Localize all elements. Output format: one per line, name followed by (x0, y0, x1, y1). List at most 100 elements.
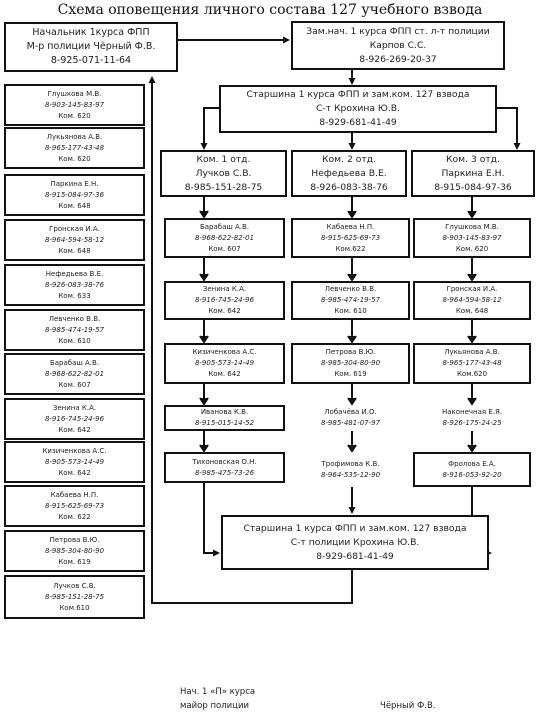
member-room: Ком. 642 (208, 370, 241, 378)
member-room: Ком. 619 (334, 370, 367, 378)
sergeant-box: Старшина 1 курса ФПП и зам.ком. 127 взво… (219, 85, 497, 133)
col3-item-3: Лукьянова А.В. 8-965-177-43-48 Ком.620 (413, 343, 531, 384)
member-name: Гронская И.А. (446, 285, 498, 293)
member-name: Кизиченкова А.С. (42, 446, 107, 455)
page-title: Схема оповещения личного состава 127 уче… (57, 2, 483, 18)
member-name: Глушкова М.В. (445, 222, 499, 231)
member-name: Кабаева Н.П. (326, 222, 375, 231)
commander-phone: 8-926-083-38-76 (310, 181, 388, 193)
member-phone: 8-985-304-80-90 (44, 546, 105, 555)
footer-signature: Чёрный Ф.В. (380, 701, 436, 711)
member-room: Ком. 620 (58, 154, 91, 163)
member-name: Трофимова К.В. (321, 459, 380, 468)
member-phone: 8-965-177-43-48 (442, 359, 502, 367)
member-phone: 8-985-475-73-26 (194, 468, 255, 477)
sergeant-position: Старшина 1 курса ФПП и зам.ком. 127 взво… (246, 89, 470, 100)
member-phone: 8-905-573-14-49 (44, 457, 105, 466)
member-name: Левченко В.В. (48, 314, 101, 323)
member-phone: 8-915-625-69-73 (44, 501, 105, 510)
col3-item-2: Гронская И.А. 8-964-594-58-12 Ком. 648 (413, 281, 531, 320)
member-phone: 8-985-304-80-90 (320, 359, 381, 367)
col2-item-1: Кабаева Н.П. 8-915-625-69-73 Ком.622 (291, 218, 410, 258)
member-phone: 8-915-015-14-52 (194, 419, 255, 427)
commander-title: Ком. 3 отд. (446, 153, 500, 165)
member-phone: 8-985-481-07-97 (320, 419, 381, 427)
left-list-item-4: Гронская И.А. 8-964-594-58-12 Ком. 648 (4, 219, 145, 261)
commander-name: Нефедьева В.Е. (311, 167, 387, 179)
member-name: Зенина К.А. (202, 285, 247, 293)
member-name: Лобачёва И.О. (324, 408, 377, 416)
deputy-box: Зам.нач. 1 курса ФПП ст. л-т полиции Кар… (291, 21, 505, 70)
member-phone: 8-968-622-82-01 (194, 233, 255, 242)
col2-item-4: Лобачёва И.О. 8-985-481-07-97 (291, 405, 410, 431)
commander-name: Паркина Е.Н. (441, 167, 505, 179)
member-name: Лукьянова А.В. (444, 348, 500, 356)
final-sergeant-box: Старшина 1 курса ФПП и зам.ком. 127 взво… (221, 515, 489, 570)
col3-item-4: Наконечная Е.Я. 8-926-175-24-25 (413, 405, 531, 431)
member-room: Ком. 610 (334, 307, 367, 315)
member-phone: 8-926-083-38-76 (44, 280, 105, 289)
member-room: Ком. 648 (58, 246, 91, 255)
member-room: Ком. 610 (58, 336, 91, 345)
footer-line-2: майор полиции (180, 701, 249, 711)
commander-name: Лучков С.В. (195, 167, 252, 179)
member-name: Нефедьева В.Е. (45, 269, 104, 278)
member-phone: 8-968-622-82-01 (44, 369, 105, 378)
member-room: Ком. 622 (58, 512, 91, 521)
member-phone: 8-916-745-24-96 (44, 414, 105, 423)
left-list-item-8: Зенина К.А. 8-916-745-24-96 Ком. 642 (4, 398, 145, 440)
col2-item-2: Левченко В.В. 8-985-474-19-57 Ком. 610 (291, 281, 410, 320)
arrow-sergeant-to-com1 (200, 107, 219, 150)
col2-item-3: Петрова В.Ю. 8-985-304-80-90 Ком. 619 (291, 343, 410, 384)
footer-line-1: Нач. 1 «П» курса (180, 687, 256, 697)
left-list-item-7: Барабаш А.В. 8-968-622-82-01 Ком. 607 (4, 353, 145, 395)
col1-item-2: Зенина К.А. 8-916-745-24-96 Ком. 642 (164, 281, 285, 320)
member-room: Ком.622 (335, 244, 366, 253)
member-phone: 8-926-175-24-25 (442, 419, 502, 427)
member-name: Петрова В.Ю. (325, 348, 376, 356)
left-list-item-1: Глушкова М.В. 8-903-145-83-97 Ком. 620 (4, 84, 145, 126)
member-room: Ком. 642 (58, 425, 91, 434)
member-name: Глушкова М.В. (47, 89, 102, 98)
member-phone: 8-916-053-92-20 (442, 470, 502, 479)
member-room: Ком. 607 (58, 380, 91, 389)
arrow-return-to-head (148, 76, 353, 604)
member-room: Ком. 607 (208, 244, 241, 253)
member-name: Тихоновская О.Н. (192, 457, 257, 466)
col1-item-1: Барабаш А.В. 8-968-622-82-01 Ком. 607 (164, 218, 285, 258)
deputy-phone: 8-926-269-20-37 (359, 53, 437, 65)
member-phone: 8-964-594-58-12 (442, 296, 502, 304)
head-phone: 8-925-071-11-64 (50, 55, 132, 66)
member-phone: 8-985-474-19-57 (44, 325, 105, 334)
col1-item-3: Кизиченкова А.С. 8-905-573-14-49 Ком. 64… (164, 343, 285, 384)
member-room: Ком.620 (456, 370, 488, 378)
member-room: Ком. 620 (58, 111, 91, 120)
arrow-sergeant-to-com3 (497, 107, 521, 150)
sergeant-phone: 8-929-681-41-49 (319, 117, 397, 128)
member-phone: 8-985-151-28-75 (44, 592, 105, 601)
member-room: Ком. 620 (455, 244, 489, 253)
left-list-item-9: Кизиченкова А.С. 8-905-573-14-49 Ком. 64… (4, 441, 145, 483)
deputy-position: Зам.нач. 1 курса ФПП ст. л-т полиции (306, 25, 490, 37)
col1-item-5: Тихоновская О.Н. 8-985-475-73-26 (164, 452, 285, 483)
member-name: Петрова В.Ю. (49, 535, 100, 544)
member-name: Кизиченкова А.С. (192, 348, 257, 356)
arrow-col1-to-final (203, 483, 220, 557)
member-phone: 8-905-573-14-49 (194, 359, 255, 367)
member-phone: 8-964-594-58-12 (44, 235, 105, 244)
member-phone: 8-915-084-97-36 (44, 190, 105, 199)
member-name: Лукьянова А.В. (46, 132, 103, 141)
commander-phone: 8-915-084-97-36 (434, 181, 512, 193)
member-phone: 8-915-625-69-73 (320, 233, 381, 242)
member-name: Зенина К.А. (52, 403, 97, 412)
member-phone: 8-903-145-83-97 (44, 100, 105, 109)
col2-item-5: Трофимова К.В. 8-964-535-12-90 (291, 452, 410, 487)
member-room: Ком. 619 (58, 557, 91, 566)
left-list-item-3: Паркина Е.Н. 8-915-084-97-36 Ком. 648 (4, 174, 145, 216)
left-list-item-6: Левченко В.В. 8-985-474-19-57 Ком. 610 (4, 309, 145, 351)
commander-phone: 8-985-151-28-75 (184, 181, 263, 193)
commander-box-2: Ком. 2 отд. Нефедьева В.Е. 8-926-083-38-… (291, 150, 407, 197)
member-room: Ком. 648 (58, 201, 91, 210)
member-phone: 8-964-535-12-90 (320, 470, 381, 479)
